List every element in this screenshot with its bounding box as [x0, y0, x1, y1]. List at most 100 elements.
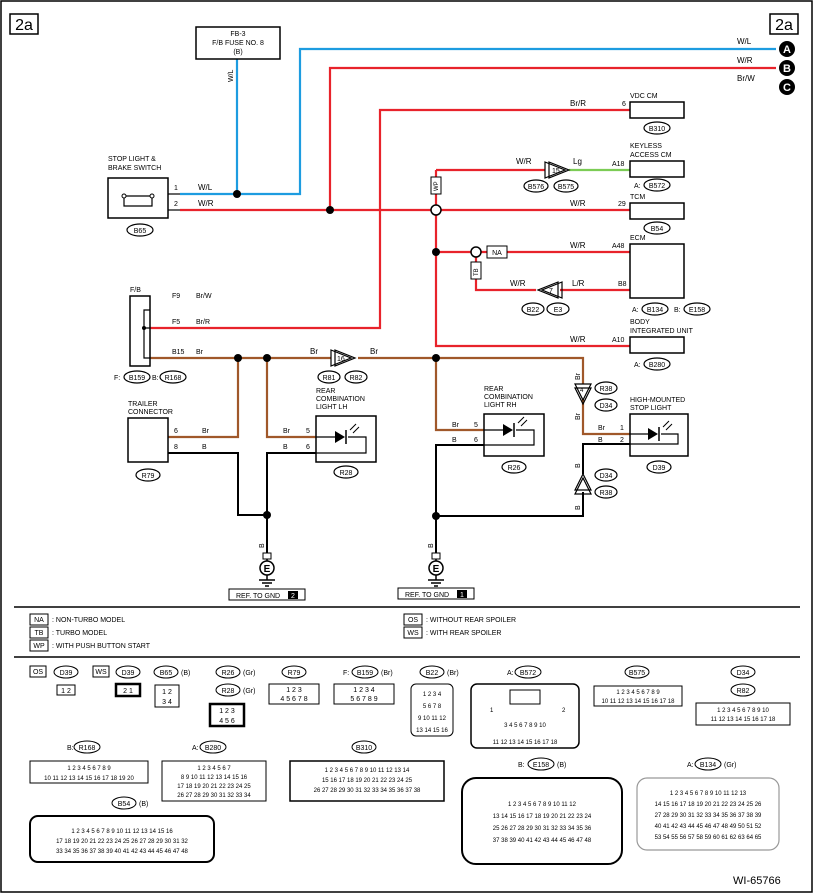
vdc-pin: 6	[622, 101, 626, 108]
svg-text:1 2 3 4 5 6 7 8 9 10 11 12: 1 2 3 4 5 6 7 8 9 10 11 12	[508, 802, 577, 808]
legend-ws-text: : WITH REAR SPOILER	[426, 630, 501, 637]
bus-b-wire: W/R	[737, 56, 753, 65]
keyless-conn: B572	[649, 183, 665, 190]
conn-b134: B134	[700, 762, 716, 769]
fb-pref-f: F:	[114, 375, 120, 382]
fb-wire-f9: Br/W	[196, 293, 212, 300]
conn-r28-color: (Gr)	[243, 688, 255, 695]
biu-pin: A10	[612, 337, 625, 344]
hmsl-upper-wire: Br	[575, 372, 582, 380]
trailer-pin2: 8	[174, 444, 178, 451]
high-mounted-stop-light: HIGH-MOUNTED STOP LIGHT 1 2 Br B D39 Br …	[574, 372, 689, 510]
bus-a-wire: W/L	[737, 37, 752, 46]
switch-wire2: W/R	[198, 199, 214, 208]
legend-ws-tag: WS	[407, 630, 419, 637]
body-integrated-unit: BODY INTEGRATED UNIT A10 W/R A: B280	[570, 319, 694, 371]
ecm-tb-tag: TB	[474, 268, 480, 276]
vdc-title: VDC CM	[630, 93, 658, 100]
conn-r168-pref: B:	[67, 745, 74, 752]
rcl-lh-pin2: 6	[306, 444, 310, 451]
trailer-conn: R79	[142, 473, 155, 480]
stop-light-switch: STOP LIGHT & BRAKE SWITCH 1 2 W/L W/R B6…	[107, 156, 214, 237]
ecm-conn-a: B134	[647, 307, 663, 314]
trailer-wire1: Br	[202, 428, 210, 435]
hmsl-pin2: 2	[620, 437, 624, 444]
conn-b159: B159	[357, 670, 373, 677]
bus-a-letter: A	[783, 44, 791, 56]
legend: NA : NON-TURBO MODEL TB : TURBO MODEL WP…	[29, 613, 516, 652]
conn-r26: R26	[222, 670, 235, 677]
ecm-c2: E3	[554, 307, 563, 314]
rcl-lh-conn: R28	[340, 470, 353, 477]
ground-1: B E REF. TO GND 1	[397, 543, 475, 600]
conn-e158-pref: B:	[518, 762, 525, 769]
svg-text:33 34 35 36 37 38 39 40 41 42: 33 34 35 36 37 38 39 40 41 42 43 44 45 4…	[56, 849, 188, 855]
conn-b65: B65	[160, 670, 173, 677]
wire-wr-bus-b	[328, 66, 776, 210]
svg-text:8 9 10 11 12 13 14 15 16: 8 9 10 11 12 13 14 15 16	[181, 775, 248, 781]
svg-text:10 11 12 13 14 15 16 17 18 19: 10 11 12 13 14 15 16 17 18 19 20	[44, 776, 134, 782]
hmsl-wire1: Br	[598, 425, 606, 432]
rcl-rh-wire2: B	[452, 437, 457, 444]
svg-text:1: 1	[490, 708, 494, 714]
svg-text:5 6 7 8 9: 5 6 7 8 9	[350, 696, 377, 703]
bus-terminal-a: W/L A	[737, 37, 795, 57]
conn-r26-color: (Gr)	[243, 670, 255, 677]
tb-junction-open	[470, 246, 482, 258]
keyless-c1: B576	[528, 184, 544, 191]
wire-br-lh	[265, 358, 316, 439]
rcl-lh-pin1: 5	[306, 428, 310, 435]
ground-2-code: 2	[291, 593, 295, 600]
hmsl-c2: D34	[600, 403, 613, 410]
svg-text:1 2: 1 2	[162, 689, 172, 696]
svg-text:53 54 55 56 57 58 59 60 61 62: 53 54 55 56 57 58 59 60 61 62 63 64 65	[655, 835, 762, 841]
conn-b572: B572	[520, 670, 536, 677]
trailer-title-2: CONNECTOR	[128, 409, 173, 416]
svg-text:26 27 28 29 30 31 32 33 34: 26 27 28 29 30 31 32 33 34	[177, 793, 251, 799]
bus-terminal-c: Br/W C	[737, 74, 795, 95]
joint16-wire-in: Br	[310, 347, 318, 356]
bus-c-wire: Br/W	[737, 74, 755, 83]
ecm-joint: 7	[549, 288, 553, 295]
page-tag-left-text: 2a	[15, 17, 33, 34]
wire-b-hmsl2	[436, 492, 584, 517]
svg-text:1 2 3 4 5 6 7 8 9: 1 2 3 4 5 6 7 8 9	[67, 766, 111, 772]
fuse-box: FB-3 F/B FUSE NO. 8 (B) W/L	[195, 26, 281, 82]
rear-combination-light-rh: REAR COMBINATION LIGHT RH 5 6 Br B R26	[452, 386, 545, 474]
wire-b-hmsl	[582, 443, 630, 474]
rear-combination-light-lh: REAR COMBINATION LIGHT LH 5 6 Br B R28	[283, 388, 377, 479]
ecm-c1: B22	[527, 307, 540, 314]
svg-text:11 12 13 14 15 16 17 18: 11 12 13 14 15 16 17 18	[711, 717, 776, 723]
trailer-title-1: TRAILER	[128, 401, 158, 408]
hmsl-c1: R38	[600, 386, 613, 393]
vdc-conn: B310	[649, 126, 665, 133]
fb-wire-f5: Br/R	[196, 319, 210, 326]
rcl-rh-pin2: 6	[474, 437, 478, 444]
svg-text:1 2 3: 1 2 3	[286, 687, 302, 694]
conn-r79: R79	[288, 670, 301, 677]
legend-na-text: : NON-TURBO MODEL	[52, 617, 125, 624]
keyless-title-2: ACCESS CM	[630, 152, 672, 159]
trailer-wire2: B	[202, 444, 207, 451]
bus-terminal-b: W/R B	[737, 56, 795, 76]
svg-text:17 18 19 20 21 22 23 24 25 26: 17 18 19 20 21 22 23 24 25 26 27 28 29 3…	[56, 839, 188, 845]
switch-title-2: BRAKE SWITCH	[108, 165, 161, 172]
trailer-pin1: 6	[174, 428, 178, 435]
conn-os-tag: OS	[33, 669, 43, 676]
joint16-num: 16	[337, 356, 345, 363]
fuse-name: FB-3	[230, 31, 245, 38]
hmsl-title-1: HIGH-MOUNTED	[630, 397, 685, 404]
conn-b22: B22	[426, 670, 439, 677]
rcl-rh-conn: R26	[508, 465, 521, 472]
rcl-lh-title-1: REAR	[316, 388, 335, 395]
ecm-pref-b: B:	[674, 307, 681, 314]
svg-text:E: E	[433, 564, 440, 575]
ecm-na-tag: NA	[492, 250, 502, 257]
conn-b280-pref: A:	[192, 745, 199, 752]
ecm-title: ECM	[630, 235, 646, 242]
svg-text:1 2 3 4: 1 2 3 4	[423, 692, 442, 698]
hmsl-title-2: STOP LIGHT	[630, 405, 672, 412]
rcl-rh-title-3: LIGHT RH	[484, 402, 517, 409]
legend-wp-text: : WITH PUSH BUTTON START	[52, 643, 151, 650]
